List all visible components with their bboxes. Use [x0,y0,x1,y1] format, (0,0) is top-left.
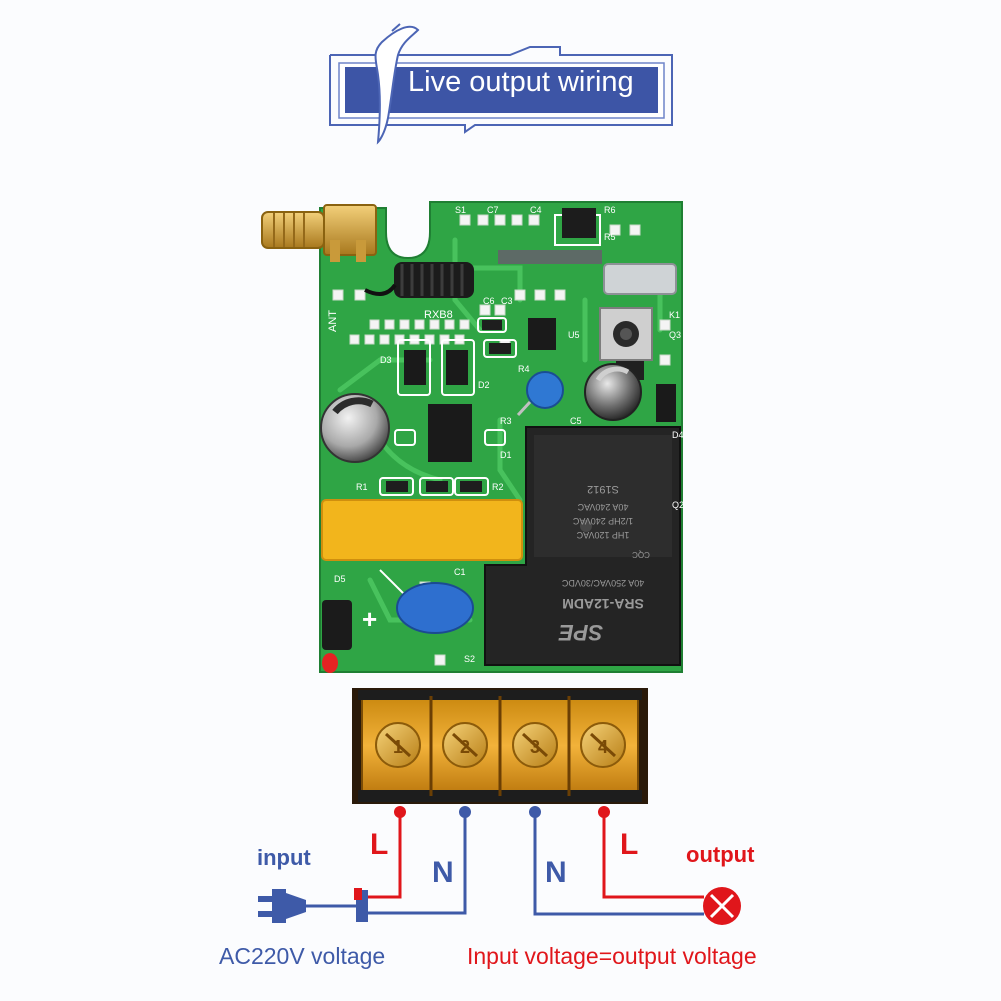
neutral-out-label: N [545,856,567,889]
power-plug-icon [258,888,368,923]
component-designator: C7 [487,205,499,215]
output-label: output [686,842,755,867]
component-designator: S2 [464,654,475,664]
terminal-number: 3 [530,737,540,757]
electrolytic-capacitor [584,363,642,421]
relay-rating-3: 1/2HP 240VAC [572,516,633,526]
component-designator: C1 [454,567,466,577]
brush-stroke-icon [374,25,420,145]
terminal-number: 4 [598,737,608,757]
component-designator: U5 [568,330,580,340]
antenna-coil [364,262,474,298]
relay-rating-1: 40A 250VAC/30VDC [561,578,644,588]
neutral-in-label: N [432,856,454,889]
wiring [366,812,704,916]
relay-rating-2: 1HP 120VAC [576,530,629,540]
component-designator: C3 [501,296,513,306]
relay-cert: CQC [632,550,650,559]
sma-antenna-connector [261,204,377,262]
relay-model: SRA-12ADM [562,596,644,612]
page-title: Live output wiring [408,66,634,98]
terminal-number: 1 [393,737,403,757]
component-designator: D4 [672,430,684,440]
live-in-label: L [370,828,389,861]
component-designator: R5 [604,232,616,242]
title-banner [329,23,673,145]
relay-pcb [261,201,683,673]
live-out-label: L [620,828,639,861]
push-button-switch [599,307,653,361]
component-designator: D2 [478,380,490,390]
relay-brand: SPE [558,620,603,645]
component-designator: R1 [356,482,368,492]
polarity-plus: + [362,604,377,634]
terminal-screw: 1 [375,722,421,768]
component-designator: R4 [518,364,530,374]
terminal-screw: 4 [580,722,626,768]
module-label: RXB8 [424,309,453,321]
component-designator: C4 [530,205,542,215]
component-designator: R6 [604,205,616,215]
output-live-wire [602,812,704,899]
antenna-label: ANT [327,310,339,332]
component-designator: K1 [669,310,680,320]
voltage-label: AC220V voltage [219,943,386,969]
component-designator: C6 [483,296,495,306]
component-designator: D3 [380,355,392,365]
input-live-wire [366,812,402,899]
component-designator: Q2 [672,500,684,510]
relay-batch: S1912 [587,483,619,495]
terminal-block: 1 2 3 4 [352,688,648,804]
component-designator: C5 [570,416,582,426]
lamp-load-icon [703,887,741,925]
terminal-number: 2 [460,737,470,757]
relay-block [484,426,681,666]
relay-rating-4: 40A 240VAC [577,502,628,512]
led-indicator [322,600,352,673]
component-designator: S1 [455,205,466,215]
input-neutral-wire [366,812,467,915]
electrolytic-capacitor [320,393,390,463]
component-designator: Q3 [669,330,681,340]
component-designator: D5 [334,574,346,584]
equation-label: Input voltage=output voltage [467,943,757,969]
output-neutral-wire [533,812,704,916]
component-designator: D1 [500,450,512,460]
relay-markings: SRA-12ADM 40A 250VAC/30VDC 1HP 120VAC 1/… [558,483,650,645]
component-designator: R3 [500,416,512,426]
input-label: input [257,845,311,870]
terminal-screw: 3 [512,722,558,768]
terminal-screw: 2 [442,722,488,768]
component-designator: R2 [492,482,504,492]
